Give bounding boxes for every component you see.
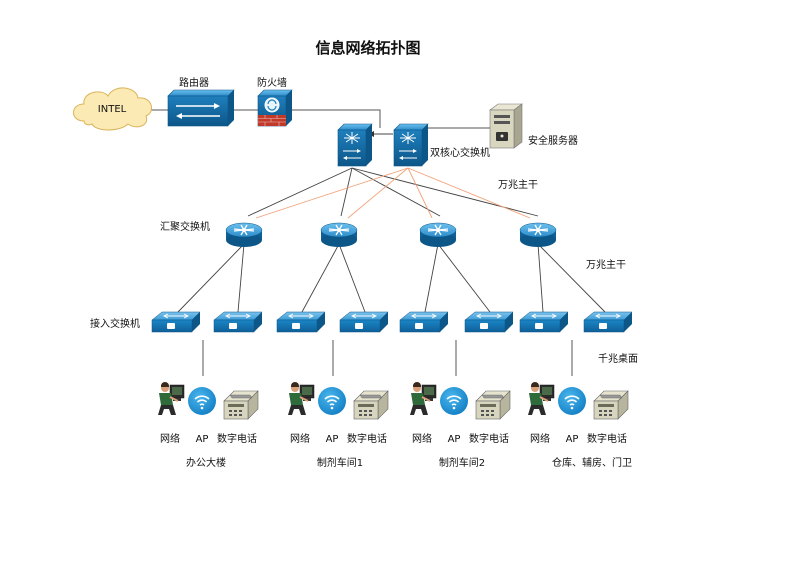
user-workstation-icon (158, 382, 185, 415)
site-label-warehouse: 仓库、辅房、门卫 (552, 456, 632, 469)
phone-endpoint-label: 数字电话 (469, 432, 509, 445)
aggregation-switch-4 (519, 222, 557, 247)
access-switch (464, 311, 514, 333)
desk-phone-icon (223, 390, 259, 420)
security-server (489, 103, 523, 149)
access-switch (213, 311, 263, 333)
site-label-workshop-1: 制剂车间1 (317, 456, 363, 469)
access-switch (276, 311, 326, 333)
firewall (257, 89, 293, 127)
phone-endpoint-label: 数字电话 (587, 432, 627, 445)
user-workstation-icon (288, 382, 315, 415)
endpoint-group-workshop-1: 网络 AP 数字电话 (288, 382, 389, 445)
core-switch-left (337, 123, 373, 167)
access-switches (151, 311, 633, 333)
router (167, 89, 235, 127)
core-switch-label: 双核心交换机 (430, 146, 490, 159)
network-endpoint-label: 网络 (412, 432, 432, 445)
network-endpoint-label: 网络 (530, 432, 550, 445)
network-endpoint-label: 网络 (290, 432, 310, 445)
router-label: 路由器 (179, 76, 209, 89)
wireless-ap-icon (318, 387, 346, 415)
aggregation-switch-label: 汇聚交换机 (160, 220, 210, 233)
page-title: 信息网络拓扑图 (315, 39, 420, 57)
endpoint-group-workshop-2: 网络 AP 数字电话 (410, 382, 511, 445)
site-label-workshop-2: 制剂车间2 (439, 456, 485, 469)
aggregation-switch-1 (225, 222, 263, 247)
desktop-label: 千兆桌面 (598, 352, 638, 365)
firewall-label: 防火墙 (257, 76, 287, 89)
user-workstation-icon (410, 382, 437, 415)
access-switch (151, 311, 201, 333)
ap-endpoint-label: AP (566, 434, 579, 445)
phone-endpoint-label: 数字电话 (347, 432, 387, 445)
internet-label: INTEL (98, 104, 127, 115)
aggregation-switch-3 (419, 222, 457, 247)
access-switch (339, 311, 389, 333)
desk-phone-icon (353, 390, 389, 420)
desk-phone-icon (593, 390, 629, 420)
network-endpoint-label: 网络 (160, 432, 180, 445)
ap-endpoint-label: AP (326, 434, 339, 445)
endpoint-group-office: 网络 AP 数字电话 (158, 382, 259, 445)
site-label-office: 办公大楼 (186, 456, 226, 469)
security-server-label: 安全服务器 (528, 134, 578, 147)
phone-endpoint-label: 数字电话 (217, 432, 257, 445)
connection-lines (150, 109, 606, 376)
backbone-label-lower: 万兆主干 (586, 259, 626, 271)
access-switch (519, 311, 569, 333)
access-switch (399, 311, 449, 333)
ap-endpoint-label: AP (448, 434, 461, 445)
backbone-label-upper: 万兆主干 (498, 179, 538, 191)
aggregation-switches (225, 222, 557, 247)
user-workstation-icon (528, 382, 555, 415)
desk-phone-icon (475, 390, 511, 420)
internet-cloud: INTEL (73, 87, 153, 131)
ap-endpoint-label: AP (196, 434, 209, 445)
aggregation-switch-2 (320, 222, 358, 247)
endpoint-group-warehouse: 网络 AP 数字电话 (528, 382, 629, 445)
wireless-ap-icon (558, 387, 586, 415)
access-switch-label: 接入交换机 (90, 317, 140, 330)
wireless-ap-icon (188, 387, 216, 415)
core-switch-right (393, 123, 429, 167)
wireless-ap-icon (440, 387, 468, 415)
access-switch (583, 311, 633, 333)
